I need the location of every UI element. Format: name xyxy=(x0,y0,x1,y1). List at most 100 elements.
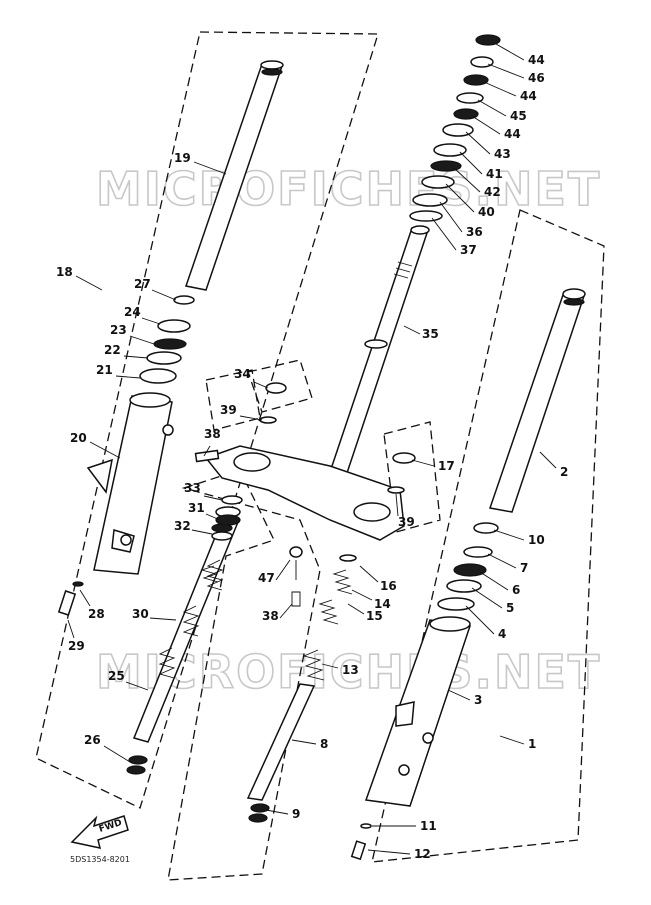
callout-1: 1 xyxy=(528,737,536,751)
leader-line-4 xyxy=(465,605,495,635)
leader-line-29 xyxy=(67,619,75,639)
leader-line-39a xyxy=(239,415,263,421)
callout-19: 19 xyxy=(174,151,191,165)
leader-line-34 xyxy=(253,381,269,389)
leader-line-1 xyxy=(499,735,525,745)
leader-line-20 xyxy=(89,441,121,459)
left-drain-bolt xyxy=(57,581,84,616)
callout-31: 31 xyxy=(188,501,205,515)
leader-line-30 xyxy=(149,617,177,621)
steering-stem xyxy=(329,225,430,477)
leader-line-14 xyxy=(351,589,373,601)
center-damper-parts xyxy=(200,495,357,823)
fwd-arrow-icon: FWD xyxy=(70,815,129,849)
leader-line-27 xyxy=(151,289,177,301)
callout-7: 7 xyxy=(520,561,528,575)
callout-14: 14 xyxy=(374,597,391,611)
callout-36: 36 xyxy=(466,225,483,239)
left-spring xyxy=(158,559,224,679)
callout-38b: 38 xyxy=(262,609,279,623)
leader-line-32 xyxy=(191,529,213,535)
callout-45: 45 xyxy=(510,109,527,123)
callout-24: 24 xyxy=(124,305,141,319)
callout-25: 25 xyxy=(108,669,125,683)
leader-line-15 xyxy=(347,603,365,615)
callout-5: 5 xyxy=(506,601,514,615)
callout-4: 4 xyxy=(498,627,506,641)
callout-10: 10 xyxy=(528,533,545,547)
steering-stem-top-stack xyxy=(409,34,501,222)
right-fork-group-frame xyxy=(371,209,605,863)
callout-26: 26 xyxy=(84,733,101,747)
callout-32: 32 xyxy=(174,519,191,533)
left-fork-group-frame xyxy=(35,31,379,809)
leader-line-5 xyxy=(471,587,503,609)
leader-line-23 xyxy=(129,335,155,345)
callout-12: 12 xyxy=(414,847,431,861)
leader-line-45 xyxy=(477,99,507,117)
callout-11: 11 xyxy=(420,819,437,833)
callout-41: 41 xyxy=(486,167,503,181)
callout-2: 2 xyxy=(560,465,568,479)
right-seals-stack xyxy=(437,522,499,611)
watermark-top: MICROFICHES.NET xyxy=(96,162,601,216)
leader-line-46 xyxy=(487,63,525,79)
leader-line-39b xyxy=(395,493,399,517)
callout-23: 23 xyxy=(110,323,127,337)
leader-line-44c xyxy=(471,115,501,135)
leader-line-22 xyxy=(123,355,149,359)
callout-13: 13 xyxy=(342,663,359,677)
leader-line-26 xyxy=(103,745,131,763)
leader-line-37 xyxy=(431,217,457,251)
leader-line-8 xyxy=(291,739,317,745)
left-outer-tube xyxy=(86,392,174,575)
leader-line-19 xyxy=(193,161,227,175)
callout-46: 46 xyxy=(528,71,545,85)
left-inner-tube xyxy=(185,60,284,291)
leader-line-42 xyxy=(453,167,481,193)
center-damper-group-frame xyxy=(167,469,321,881)
left-damper-rod xyxy=(132,506,241,743)
leader-line-21 xyxy=(115,375,141,379)
callout-20: 20 xyxy=(70,431,87,445)
callout-9: 9 xyxy=(292,807,300,821)
leader-line-18 xyxy=(75,275,103,291)
callout-28: 28 xyxy=(88,607,105,621)
callout-22: 22 xyxy=(104,343,121,357)
leader-line-13 xyxy=(321,663,339,669)
callout-17: 17 xyxy=(438,459,455,473)
callout-37: 37 xyxy=(460,243,477,257)
callout-30: 30 xyxy=(132,607,149,621)
leader-line-31 xyxy=(205,513,221,521)
leader-line-12 xyxy=(367,849,411,855)
under-bracket xyxy=(194,445,405,541)
leader-line-2 xyxy=(539,451,557,469)
leader-line-44a xyxy=(495,43,525,61)
callout-43: 43 xyxy=(494,147,511,161)
leader-line-7 xyxy=(487,553,517,569)
callout-34: 34 xyxy=(234,367,251,381)
leader-line-24 xyxy=(141,317,161,325)
callout-33: 33 xyxy=(184,481,201,495)
callout-labels: 4446444544434142403637351918272423222120… xyxy=(56,53,568,861)
callout-16: 16 xyxy=(380,579,397,593)
right-outer-tube xyxy=(364,616,471,807)
callout-18: 18 xyxy=(56,265,73,279)
leader-line-17 xyxy=(411,459,435,467)
leader-line-33 xyxy=(203,495,223,501)
callout-39b: 39 xyxy=(398,515,415,529)
leader-line-35 xyxy=(403,325,421,335)
drawing-code: 5DS1354-8201 xyxy=(70,855,130,864)
leader-line-9 xyxy=(265,809,289,815)
leader-lines xyxy=(67,43,557,855)
leader-line-43 xyxy=(465,131,491,155)
callout-47: 47 xyxy=(258,571,275,585)
leader-line-10 xyxy=(493,529,525,541)
left-seals-stack xyxy=(139,295,195,384)
callout-38a: 38 xyxy=(204,427,221,441)
left-bottom-parts xyxy=(126,755,148,775)
callout-27: 27 xyxy=(134,277,151,291)
leader-line-16 xyxy=(359,565,379,583)
leader-line-38b xyxy=(279,603,293,619)
